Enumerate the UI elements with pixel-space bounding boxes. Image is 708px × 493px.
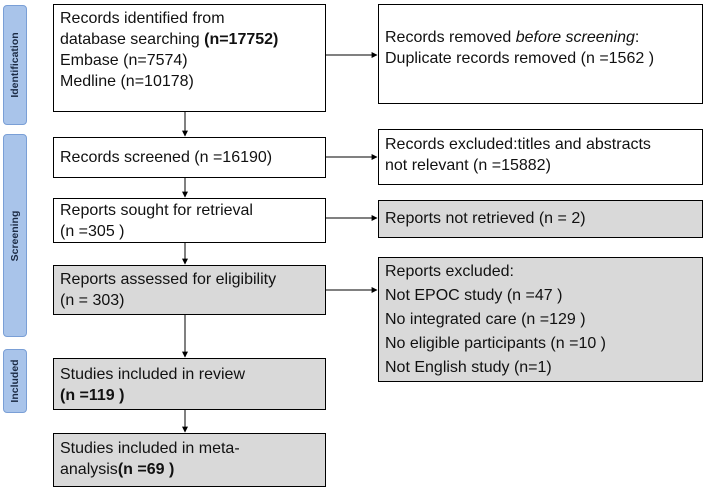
reports-excluded-participants: No eligible participants (n =10 ) bbox=[385, 335, 607, 352]
box-studies-included-review: Studies included in review (n =119 ) bbox=[53, 358, 326, 410]
identified-embase: Embase (n=7574) bbox=[60, 52, 188, 69]
box-studies-included-meta: Studies included in meta- analysis(n =69… bbox=[53, 433, 326, 487]
reports-excluded-integrated: No integrated care (n =129 ) bbox=[385, 311, 586, 328]
box-records-removed: Records removed before screening: Duplic… bbox=[378, 4, 703, 104]
phase-identification: Identification bbox=[3, 5, 27, 125]
screened-line1: Records screened (n =16190) bbox=[60, 149, 273, 166]
meta-count: (n =69 ) bbox=[117, 461, 175, 478]
sought-line1: Reports sought for retrieval bbox=[60, 202, 253, 219]
review-line1: Studies included in review bbox=[60, 366, 245, 383]
not-retrieved-line1: Reports not retrieved (n = 2) bbox=[385, 210, 586, 227]
reports-excluded-english: Not English study (n=1) bbox=[385, 359, 552, 376]
identified-line1: Records identified from bbox=[60, 10, 225, 27]
box-reports-excluded: Reports excluded: Not EPOC study (n =47 … bbox=[378, 257, 703, 382]
removed-line2: Duplicate records removed (n =1562 ) bbox=[385, 50, 655, 67]
box-reports-not-retrieved: Reports not retrieved (n = 2) bbox=[378, 200, 703, 238]
identified-line2: database searching (n=17752) bbox=[60, 31, 279, 48]
reports-excluded-title: Reports excluded: bbox=[385, 263, 514, 280]
excluded-titles-line1: Records excluded:titles and abstracts bbox=[385, 136, 651, 153]
identified-count: (n=17752) bbox=[204, 31, 279, 48]
sought-line2: (n =305 ) bbox=[60, 223, 125, 240]
box-records-screened: Records screened (n =16190) bbox=[53, 137, 326, 178]
box-reports-sought: Reports sought for retrieval (n =305 ) bbox=[53, 198, 326, 243]
removed-line1: Records removed before screening: bbox=[385, 29, 640, 46]
meta-line2: analysis(n =69 ) bbox=[60, 461, 175, 478]
assessed-line2: (n = 303) bbox=[60, 292, 125, 309]
reports-excluded-epoc: Not EPOC study (n =47 ) bbox=[385, 287, 563, 304]
phase-screening: Screening bbox=[3, 134, 27, 337]
excluded-titles-line2: not relevant (n =15882) bbox=[385, 157, 551, 174]
identified-medline: Medline (n=10178) bbox=[60, 73, 194, 90]
box-records-identified: Records identified from database searchi… bbox=[53, 4, 326, 112]
meta-line1: Studies included in meta- bbox=[60, 440, 240, 457]
phase-included: Included bbox=[3, 349, 27, 413]
box-reports-assessed: Reports assessed for eligibility (n = 30… bbox=[53, 265, 326, 315]
box-records-excluded: Records excluded:titles and abstracts no… bbox=[378, 129, 703, 185]
review-count: (n =119 ) bbox=[60, 387, 125, 404]
assessed-line1: Reports assessed for eligibility bbox=[60, 271, 277, 288]
